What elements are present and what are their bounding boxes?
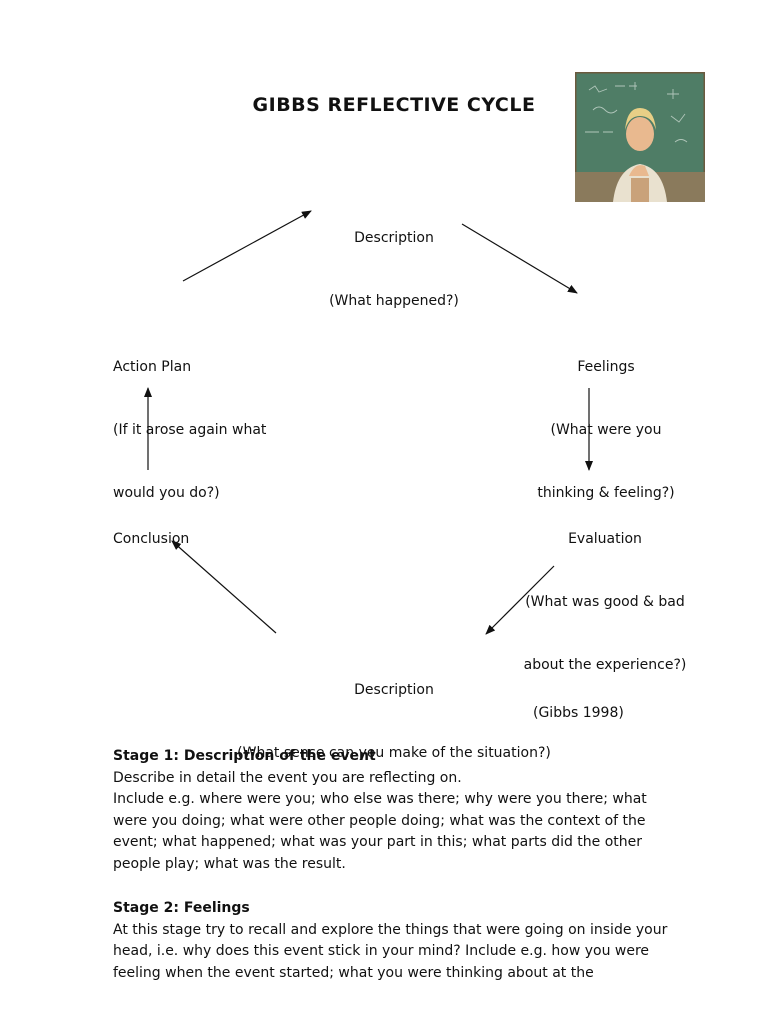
citation: (Gibbs 1998)	[533, 705, 624, 721]
stage2-paragraph: At this stage try to recall and explore …	[113, 921, 668, 981]
cycle-feelings: Feelings (What were you thinking & feeli…	[537, 359, 675, 501]
stage1-paragraph: Include e.g. where were you; who else wa…	[113, 791, 647, 872]
cycle-analysis: Description (What sense can you make of …	[237, 682, 551, 761]
cycle-action-plan: Action Plan (If it arose again what woul…	[113, 359, 267, 501]
cycle-description: Description (What happened?)	[329, 230, 459, 309]
stage1-heading: Stage 1: Description of the event	[113, 748, 376, 764]
cycle-conclusion: Conclusion	[113, 531, 190, 547]
stage1-paragraph: Describe in detail the event you are ref…	[113, 769, 462, 786]
page-title: GIBBS REFLECTIVE CYCLE	[252, 94, 536, 116]
stage2-heading: Stage 2: Feelings	[113, 900, 250, 916]
teacher-photo-icon	[575, 72, 705, 202]
arrow-to-description	[182, 210, 312, 282]
stage1-section: Stage 1: Description of the event Descri…	[113, 746, 673, 876]
stage2-section: Stage 2: Feelings At this stage try to r…	[113, 898, 673, 984]
